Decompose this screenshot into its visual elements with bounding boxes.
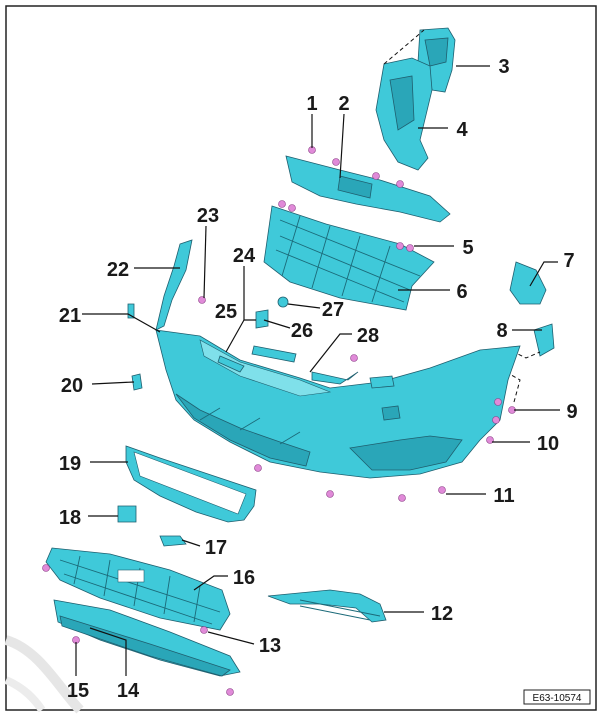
leader-lines xyxy=(75,65,560,676)
part-14-lower-spoiler xyxy=(53,599,241,677)
label-13: 13 xyxy=(259,635,281,657)
label-23: 23 xyxy=(197,205,219,227)
label-24: 24 xyxy=(233,245,256,267)
label-6: 6 xyxy=(456,281,467,303)
label-19: 19 xyxy=(59,453,81,475)
part-number-labels: 1 2 3 4 5 6 7 8 9 10 11 12 13 14 15 16 1… xyxy=(59,56,578,702)
part-6-upper-grille xyxy=(263,205,435,311)
label-17: 17 xyxy=(205,537,227,559)
part-22-side-strip xyxy=(155,239,193,331)
label-5: 5 xyxy=(462,237,473,259)
watermark-arc xyxy=(4,676,46,713)
label-21: 21 xyxy=(59,305,81,327)
bumper-cover xyxy=(155,329,521,479)
label-28: 28 xyxy=(357,325,379,347)
label-20: 20 xyxy=(61,375,83,397)
part-26-trim xyxy=(251,345,297,363)
part-4-air-duct xyxy=(375,57,433,171)
label-3: 3 xyxy=(498,56,509,78)
label-10: 10 xyxy=(537,433,559,455)
dashed-guide xyxy=(505,371,521,403)
label-27: 27 xyxy=(322,299,344,321)
part-28-trim-strip xyxy=(311,371,359,385)
part-19-grille-frame xyxy=(125,445,257,523)
label-15: 15 xyxy=(67,680,89,702)
label-1: 1 xyxy=(306,93,317,115)
label-26: 26 xyxy=(291,320,313,342)
part-8-guide xyxy=(533,323,555,357)
label-12: 12 xyxy=(431,603,453,625)
reference-code-box: E63-10574 xyxy=(523,689,591,705)
part-17-bracket xyxy=(159,535,187,547)
sensor-mount xyxy=(381,405,401,421)
emblem-mount xyxy=(369,375,395,389)
label-25: 25 xyxy=(215,301,237,323)
label-14: 14 xyxy=(117,680,140,702)
reference-code: E63-10574 xyxy=(533,693,582,704)
label-9: 9 xyxy=(566,401,577,423)
part-24-bracket xyxy=(255,309,269,329)
label-2: 2 xyxy=(338,93,349,115)
part-7-bracket xyxy=(509,261,547,305)
part-25-trim xyxy=(217,355,245,373)
label-4: 4 xyxy=(456,119,468,141)
label-22: 22 xyxy=(107,259,129,281)
part-16-lower-grille xyxy=(45,547,231,631)
part-2-upper-cover xyxy=(285,155,451,223)
part-12-grille-trim xyxy=(267,589,387,623)
part-18-bracket xyxy=(117,505,137,523)
label-16: 16 xyxy=(233,567,255,589)
label-11: 11 xyxy=(493,485,514,507)
label-8: 8 xyxy=(496,320,507,342)
watermark-arc xyxy=(4,635,84,714)
part-3-air-guide-upper xyxy=(417,27,456,93)
label-7: 7 xyxy=(563,250,574,272)
part-20-small-bracket xyxy=(131,373,143,391)
fastener-clips xyxy=(42,146,516,696)
part-27-clip xyxy=(277,296,289,308)
label-18: 18 xyxy=(59,507,81,529)
